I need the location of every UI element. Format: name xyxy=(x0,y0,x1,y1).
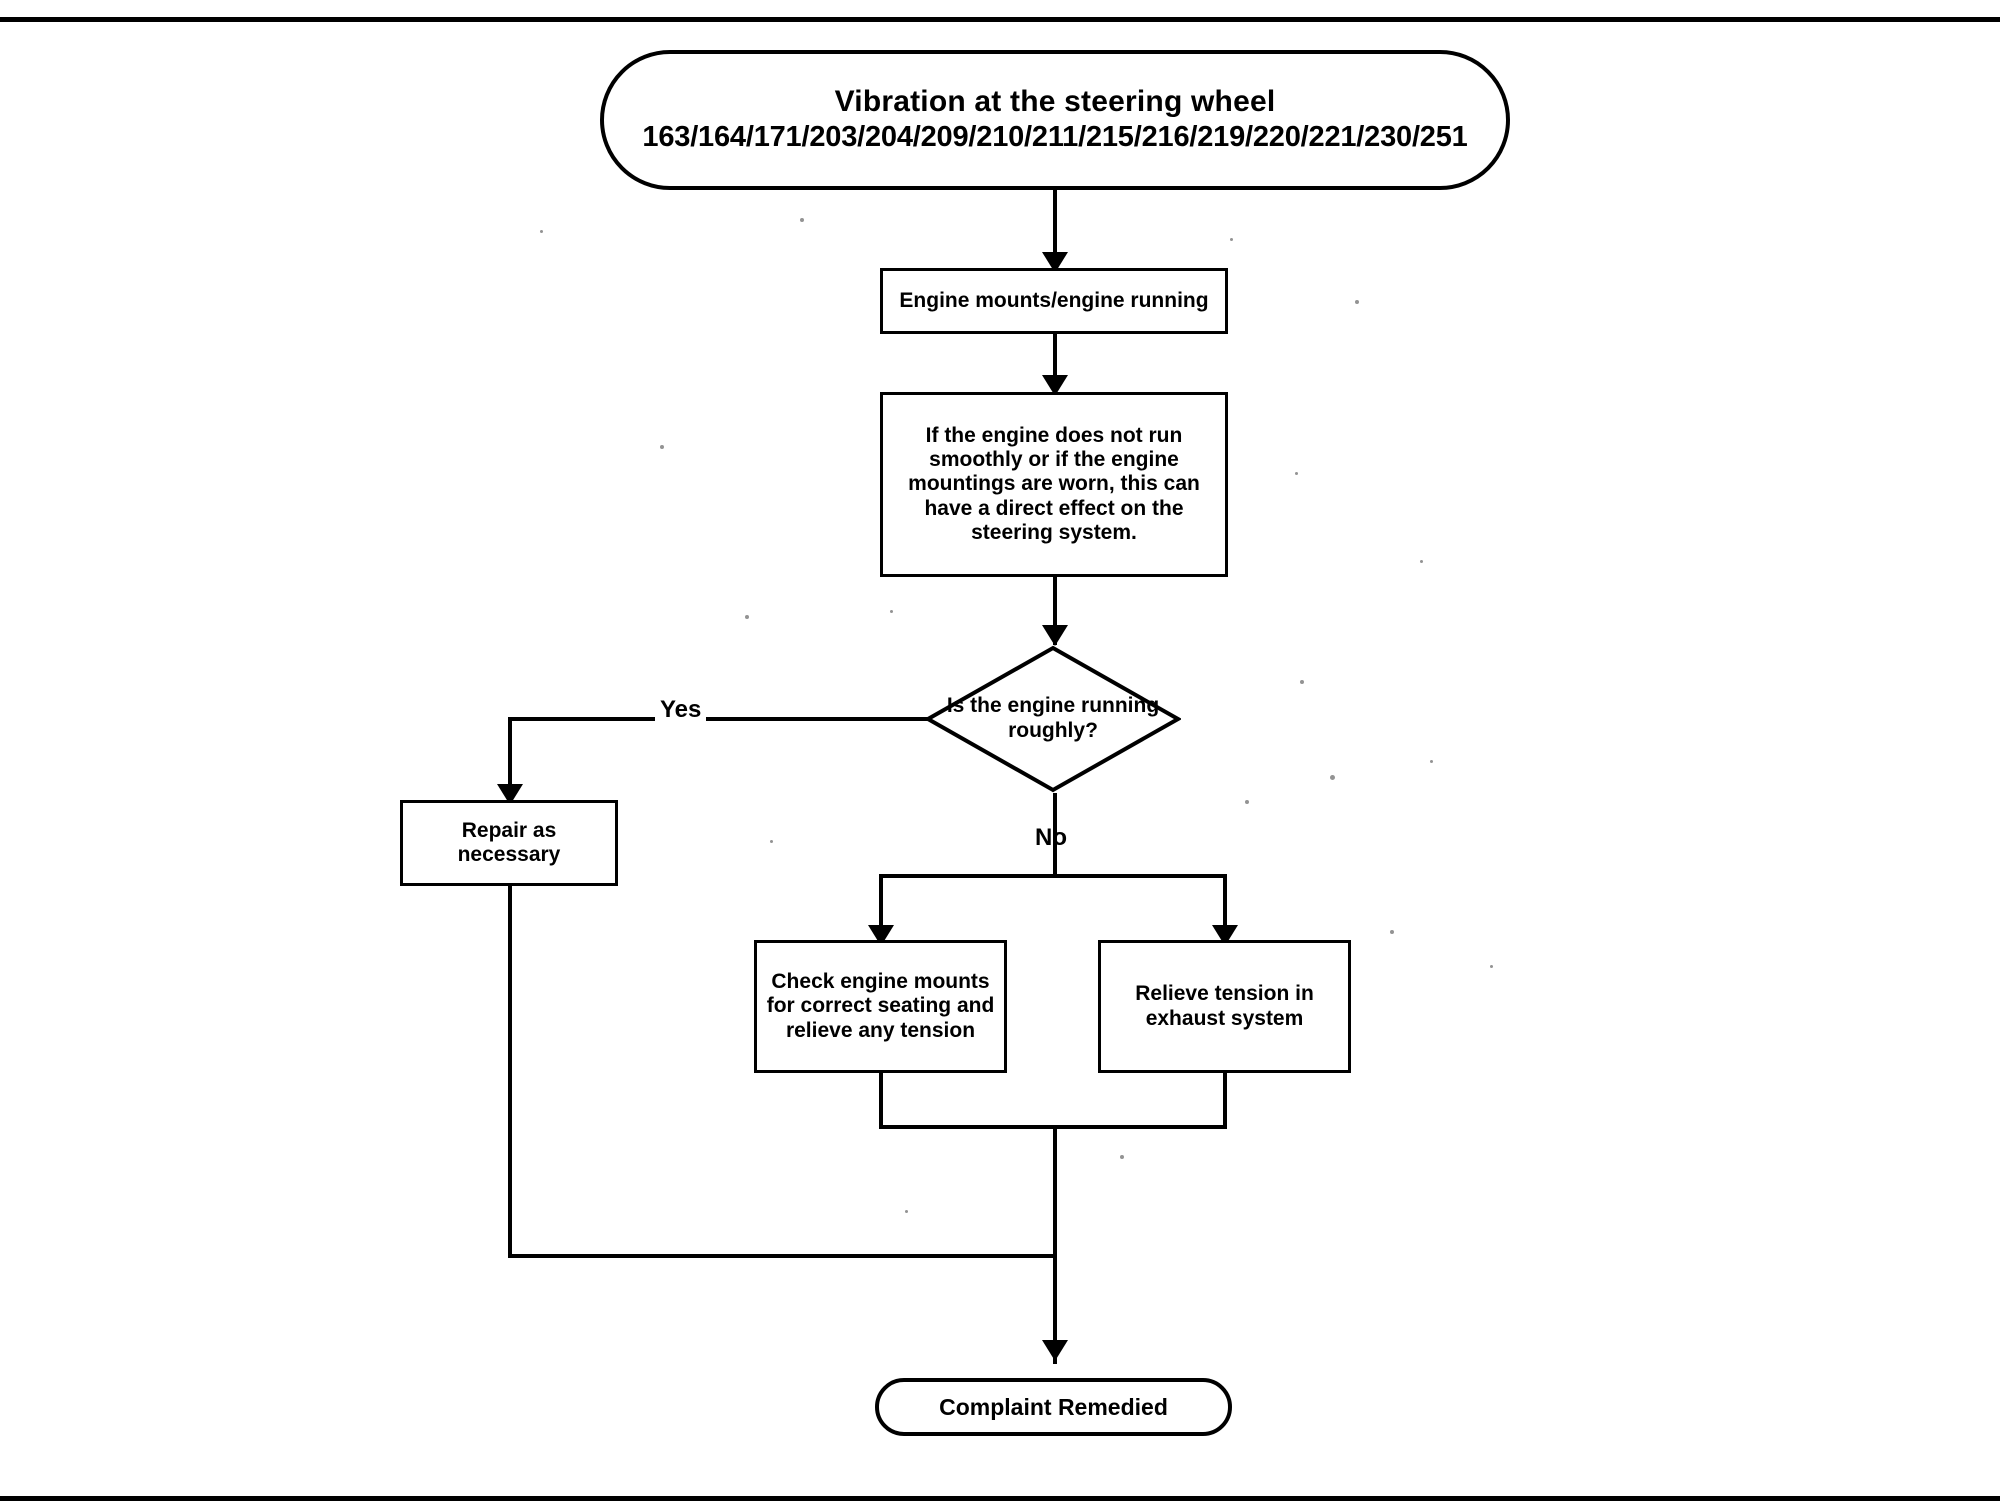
edge-engine-mounts-to-note xyxy=(1053,334,1057,392)
scan-speck xyxy=(1230,238,1233,241)
scan-speck xyxy=(1330,775,1335,780)
edge-repair-to-merge xyxy=(508,1254,1057,1258)
scan-speck xyxy=(800,218,804,222)
arrowhead-decision xyxy=(1042,625,1068,646)
scan-speck xyxy=(1355,300,1359,304)
node-repair-label: Repair as necessary xyxy=(457,818,561,866)
start-terminator-text: Vibration at the steering wheel 163/164/… xyxy=(604,85,1506,154)
edge-split-right-down xyxy=(1223,874,1227,940)
node-explanation[interactable]: If the engine does not run smoothly or i… xyxy=(880,392,1228,577)
node-end-label: Complaint Remedied xyxy=(939,1393,1168,1420)
scan-speck xyxy=(1300,680,1304,684)
node-check-engine-mounts-label: Check engine mounts for correct seating … xyxy=(766,969,995,1042)
node-end-terminator[interactable]: Complaint Remedied xyxy=(875,1378,1232,1436)
scan-speck xyxy=(1245,800,1249,804)
scan-speck xyxy=(1490,965,1493,968)
scan-speck xyxy=(905,1210,908,1213)
scan-speck xyxy=(540,230,543,233)
node-repair-as-necessary[interactable]: Repair as necessary xyxy=(400,800,618,886)
start-codes: 163/164/171/203/204/209/210/211/215/216/… xyxy=(642,121,1468,154)
arrowhead-note xyxy=(1042,375,1068,396)
edge-no-vertical xyxy=(1053,793,1057,876)
decision-diamond-shape xyxy=(925,645,1181,793)
edge-yes-horizontal xyxy=(508,717,928,721)
arrowhead-repair xyxy=(497,784,523,805)
scan-speck xyxy=(1420,560,1423,563)
node-decision[interactable]: Is the engine running roughly? xyxy=(925,645,1181,793)
arrowhead-engine-mounts xyxy=(1042,252,1068,273)
scan-speck xyxy=(890,610,893,613)
scan-speck xyxy=(1295,472,1298,475)
arrowhead-end xyxy=(1042,1340,1068,1361)
page-top-rule xyxy=(0,17,2000,22)
edge-label-no: No xyxy=(1030,826,1072,850)
node-explanation-label: If the engine does not run smoothly or i… xyxy=(908,423,1200,545)
scan-speck xyxy=(1430,760,1433,763)
scan-speck xyxy=(1120,1155,1124,1159)
start-title: Vibration at the steering wheel xyxy=(834,85,1276,119)
node-relieve-exhaust-label: Relieve tension in exhaust system xyxy=(1135,982,1314,1030)
scan-speck xyxy=(770,840,773,843)
node-engine-mounts[interactable]: Engine mounts/engine running xyxy=(880,268,1228,334)
scan-speck xyxy=(1390,930,1394,934)
scan-speck xyxy=(660,445,664,449)
edge-yes-vertical-to-repair xyxy=(508,717,512,799)
edge-relieve-exhaust-down xyxy=(1223,1073,1227,1129)
edge-split-rail xyxy=(879,874,1227,878)
edge-check-mounts-down xyxy=(879,1073,883,1129)
node-check-engine-mounts[interactable]: Check engine mounts for correct seating … xyxy=(754,940,1007,1073)
edge-merge-to-end xyxy=(1053,1125,1057,1364)
edge-note-to-decision xyxy=(1053,577,1057,645)
edge-start-to-engine-mounts xyxy=(1053,190,1057,266)
node-relieve-exhaust-tension[interactable]: Relieve tension in exhaust system xyxy=(1098,940,1351,1073)
scan-speck xyxy=(745,615,749,619)
node-start-terminator[interactable]: Vibration at the steering wheel 163/164/… xyxy=(600,50,1510,190)
edge-repair-down xyxy=(508,886,512,1258)
node-engine-mounts-label: Engine mounts/engine running xyxy=(899,288,1209,312)
edge-label-yes: Yes xyxy=(655,698,707,722)
page-bottom-rule xyxy=(0,1496,2000,1501)
edge-split-left-down xyxy=(879,874,883,940)
